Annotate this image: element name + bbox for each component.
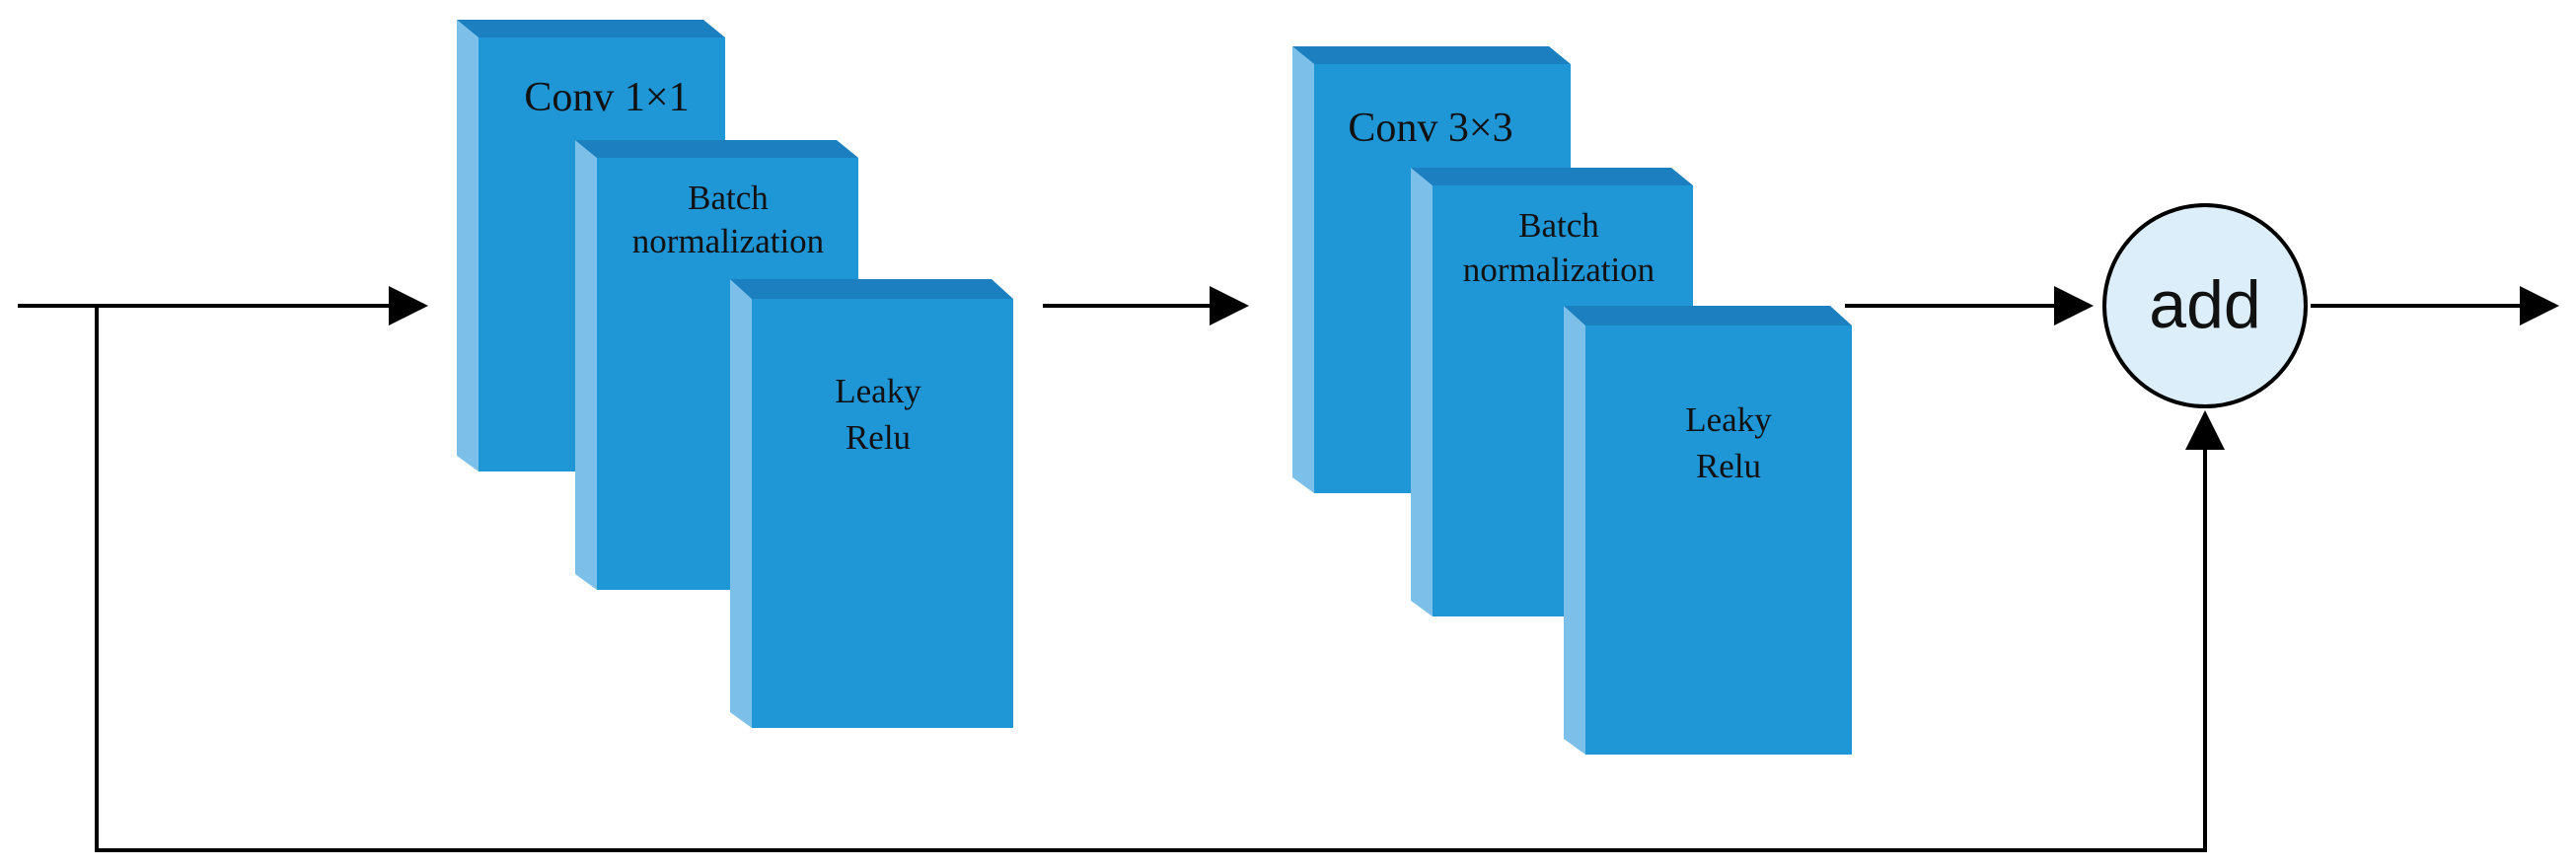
batch-norm-label-1-line2: normalization: [632, 222, 824, 260]
leaky-relu-label-2-line2: Relu: [1696, 447, 1761, 485]
conv-1x1-label: Conv 1×1: [524, 75, 689, 120]
conv-3x3-label: Conv 3×3: [1348, 106, 1512, 151]
leaky-relu-label-2-line1: Leaky: [1685, 400, 1772, 439]
leaky-relu-block-1: [730, 279, 1013, 728]
leaky-relu-block-2: [1564, 306, 1852, 755]
batch-norm-label-2-line1: Batch: [1518, 206, 1599, 245]
add-label: add: [2149, 267, 2260, 342]
leaky-relu-label-1-line1: Leaky: [835, 372, 921, 410]
batch-norm-label-2-line2: normalization: [1463, 251, 1655, 289]
leaky-relu-label-1-line2: Relu: [846, 418, 911, 457]
add-node: [2102, 203, 2308, 408]
batch-norm-label-1-line1: Batch: [688, 179, 769, 217]
skip-connection: [95, 306, 2225, 852]
